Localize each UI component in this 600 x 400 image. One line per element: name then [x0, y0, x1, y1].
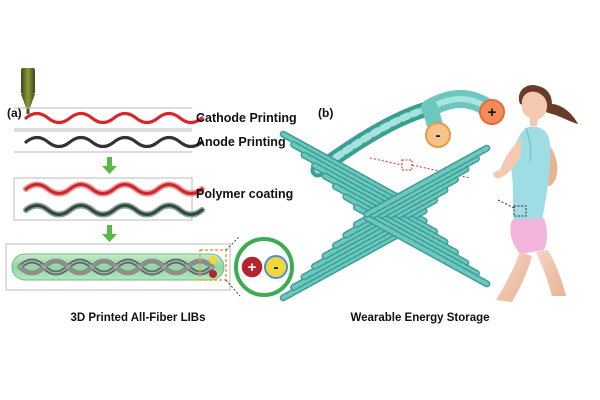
coating-strip — [13, 177, 205, 221]
cathode-label: Cathode Printing — [196, 111, 297, 125]
panel-b-caption: Wearable Energy Storage — [350, 312, 489, 324]
textile-strand-twist — [333, 177, 458, 248]
textile-strand-twist — [354, 156, 479, 227]
panel-a-tag: (a) — [7, 106, 22, 120]
down-arrow-icon — [102, 225, 117, 242]
textile-strand-twist — [364, 146, 489, 217]
textile-strand-twist — [281, 132, 406, 203]
textile-strand-twist — [343, 194, 468, 265]
textile-strand-twist — [364, 215, 489, 286]
runner-figure — [493, 84, 578, 302]
anode-fiber — [24, 135, 204, 149]
textile-strand-twist — [343, 167, 468, 238]
printer-nozzle-icon — [21, 68, 35, 114]
anode-strip — [14, 130, 204, 153]
panel-a: (a) Cathode Printing Anode Printing — [5, 68, 297, 324]
woven-textile — [279, 130, 491, 302]
textile-strand-twist — [312, 198, 437, 269]
coating-label: Polymer coating — [196, 187, 293, 201]
textile-strand-twist — [281, 229, 406, 300]
textile-strand-twist — [312, 163, 437, 234]
plus-sign-icon: + — [248, 259, 257, 276]
minus-sign-icon: - — [436, 127, 441, 144]
panel-b: (b) - + — [279, 84, 578, 324]
cathode-strip — [14, 107, 204, 130]
textile-strand-twist — [333, 184, 458, 255]
fiber-battery-tube — [5, 243, 231, 291]
down-arrow-icon — [102, 157, 117, 174]
minus-sign-icon: - — [274, 259, 279, 276]
plus-sign-icon: + — [488, 104, 497, 121]
cathode-fiber — [24, 111, 204, 125]
anode-label: Anode Printing — [196, 135, 286, 149]
panel-a-caption: 3D Printed All-Fiber LIBs — [70, 312, 205, 324]
textile-strand-twist — [354, 205, 479, 276]
cross-section: + - — [234, 237, 294, 297]
panel-b-tag: (b) — [318, 106, 333, 120]
